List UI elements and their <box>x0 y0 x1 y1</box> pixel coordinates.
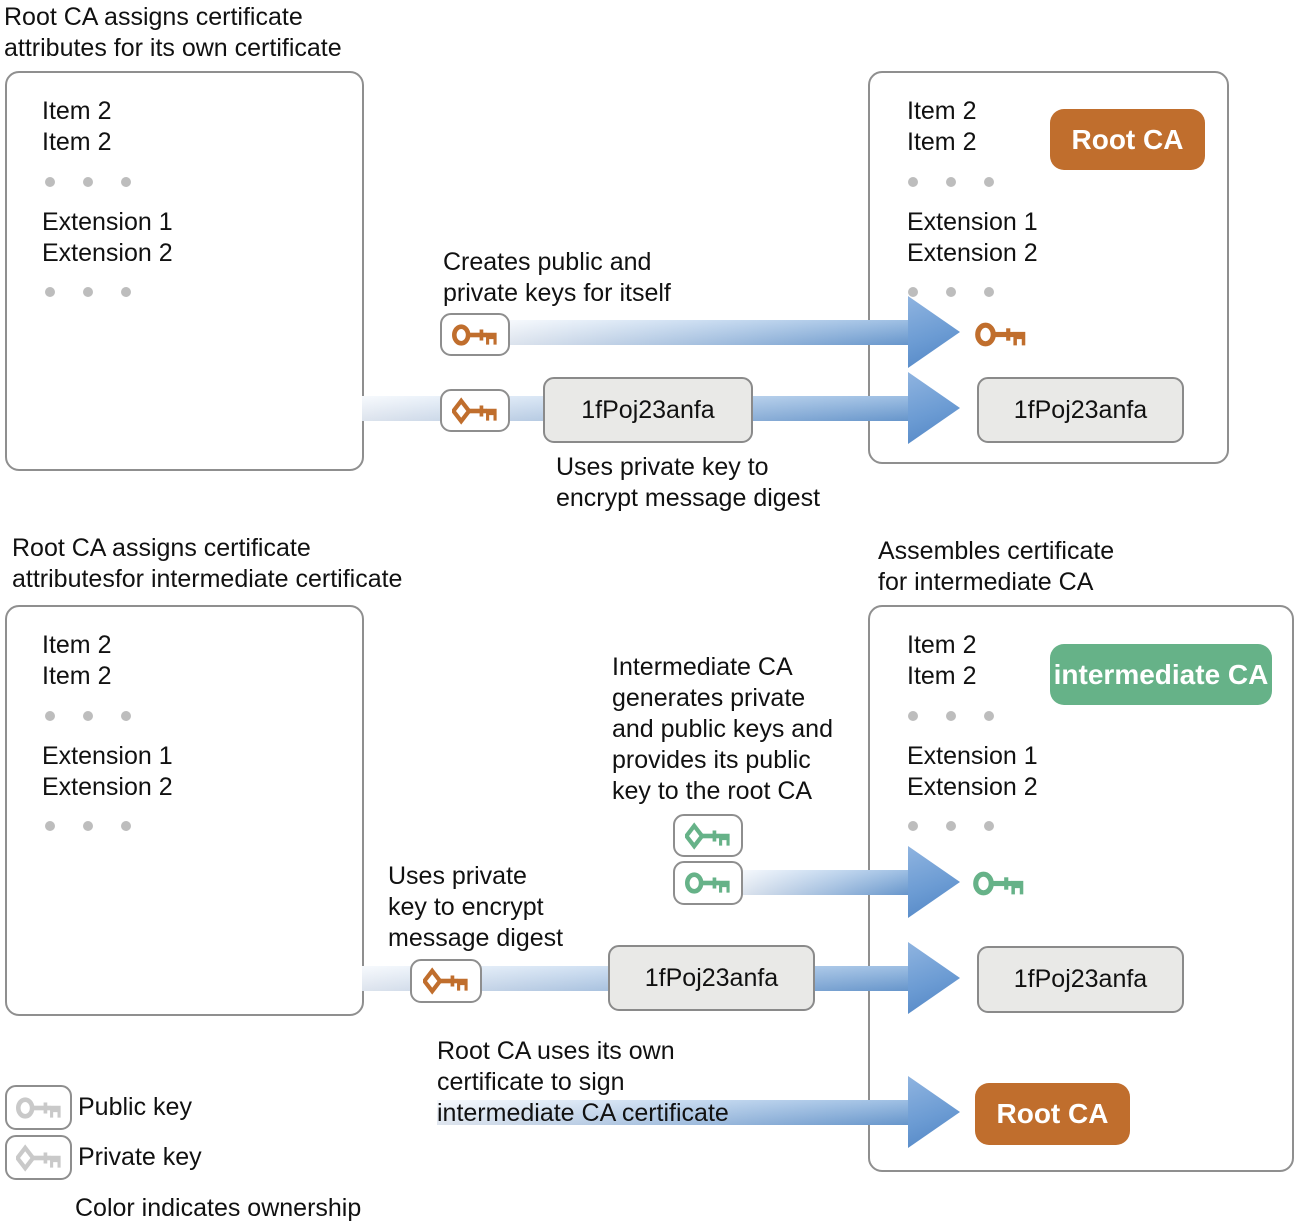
public-key-icon <box>15 1096 61 1119</box>
ellipsis-dots <box>45 287 131 297</box>
root-ca-draft-certificate-box: Item 2 Item 2 Extension 1 Extension 2 <box>5 71 364 471</box>
ellipsis-dots <box>908 711 994 721</box>
cert-item: Item 2 <box>42 662 112 690</box>
root-ca-signing-badge: Root CA <box>975 1083 1130 1145</box>
label-root-signs: Root CA uses its own certificate to sign… <box>437 1037 729 1127</box>
public-key-icon <box>452 323 497 346</box>
private-key-chip <box>410 959 482 1003</box>
label-intermediate-generates: Intermediate CA generates private and pu… <box>612 653 833 805</box>
legend-public-key-label: Public key <box>78 1093 192 1121</box>
legend-private-key-chip <box>5 1135 72 1180</box>
ellipsis-dots <box>45 711 131 721</box>
cert-item: Item 2 <box>907 128 977 156</box>
intermediate-draft-certificate-box: Item 2 Item 2 Extension 1 Extension 2 <box>5 605 364 1016</box>
cert-extension: Extension 1 <box>42 208 173 236</box>
cert-item: Item 2 <box>907 97 977 125</box>
public-key-icon <box>685 872 730 894</box>
signature-value-box: 1fPoj23anfa <box>608 945 815 1011</box>
heading-root-ca-intermediate: Root CA assigns certificate attributesfo… <box>12 534 403 593</box>
intermediate-ca-badge: intermediate CA <box>1050 644 1272 705</box>
ellipsis-dots <box>908 287 994 297</box>
legend-private-key-label: Private key <box>78 1143 202 1171</box>
cert-extension: Extension 1 <box>907 208 1038 236</box>
private-key-icon <box>423 967 468 995</box>
label-uses-private-key-bottom: Uses private key to encrypt message dige… <box>388 862 564 952</box>
ellipsis-dots <box>908 177 994 187</box>
public-key-chip <box>440 313 510 356</box>
label-creates-keys: Creates public and private keys for itse… <box>443 248 671 307</box>
private-key-icon <box>15 1143 61 1172</box>
cert-extension: Extension 2 <box>42 773 173 801</box>
cert-item: Item 2 <box>907 631 977 659</box>
heading-assembles-certificate: Assembles certificate for intermediate C… <box>878 537 1115 596</box>
cert-extension: Extension 1 <box>907 742 1038 770</box>
legend-public-key-chip <box>5 1085 72 1130</box>
signature-value-box: 1fPoj23anfa <box>977 946 1184 1013</box>
heading-root-ca-own-cert: Root CA assigns certificate attributes f… <box>4 3 342 62</box>
arrow-root-signs-shaft <box>437 1100 909 1125</box>
public-key-icon <box>973 868 1025 899</box>
cert-item: Item 2 <box>42 128 112 156</box>
arrow-public-key-shaft-top <box>506 320 909 345</box>
ellipsis-dots <box>45 177 131 187</box>
signature-value-box: 1fPoj23anfa <box>543 377 753 443</box>
private-key-icon <box>452 396 497 425</box>
root-ca-badge: Root CA <box>1050 109 1205 170</box>
cert-item: Item 2 <box>907 662 977 690</box>
cert-item: Item 2 <box>42 631 112 659</box>
label-uses-private-key-top: Uses private key to encrypt message dige… <box>556 453 821 512</box>
signature-value-box: 1fPoj23anfa <box>977 377 1184 443</box>
cert-extension: Extension 2 <box>907 239 1038 267</box>
cert-item: Item 2 <box>42 97 112 125</box>
private-key-chip <box>673 814 743 857</box>
cert-extension: Extension 2 <box>907 773 1038 801</box>
private-key-chip <box>440 389 510 432</box>
ellipsis-dots <box>908 821 994 831</box>
public-key-icon <box>975 319 1027 350</box>
cert-extension: Extension 1 <box>42 742 173 770</box>
cert-extension: Extension 2 <box>42 239 173 267</box>
arrow-intermediate-public-key-shaft <box>739 870 909 895</box>
public-key-chip <box>673 861 743 905</box>
ellipsis-dots <box>45 821 131 831</box>
private-key-icon <box>685 821 730 850</box>
legend-ownership-note: Color indicates ownership <box>75 1194 362 1222</box>
